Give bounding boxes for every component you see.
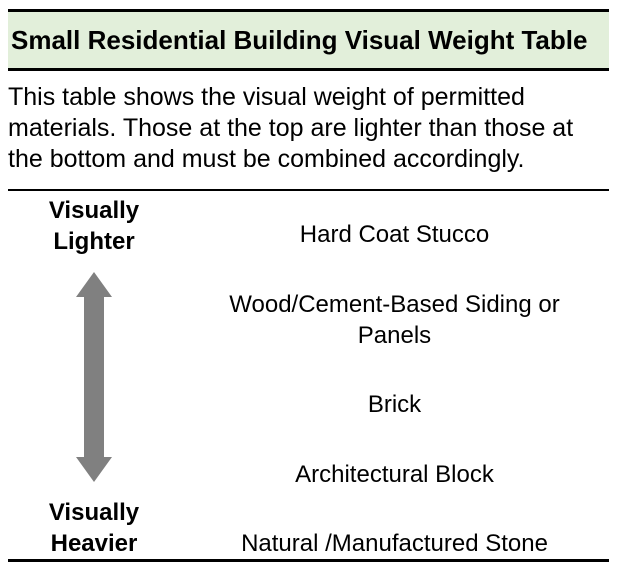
scale-label-lighter-line1: Visually — [48, 197, 140, 224]
scale-label-lighter: Visually Lighter — [49, 195, 139, 257]
scale-label-heavier: Visually Heavier — [49, 497, 139, 559]
material-item-natural-manufactured-stone: Natural /Manufactured Stone — [241, 530, 548, 557]
scale-column: Visually Lighter Visually Heavier — [8, 191, 180, 559]
material-item-hard-coat-stucco: Hard Coat Stucco — [299, 221, 490, 248]
materials-column: Hard Coat Stucco Wood/Cement-Based Sidin… — [180, 191, 609, 559]
material-item-brick: Brick — [367, 391, 422, 418]
double-vertical-arrow-icon — [76, 272, 112, 482]
scale-label-heavier-line2: Heavier — [50, 530, 138, 557]
scale-label-heavier-line1: Visually — [48, 499, 140, 526]
weight-scale-arrow — [74, 272, 114, 482]
visual-weight-table: Visually Lighter Visually Heavier Hard C… — [8, 189, 609, 562]
scale-label-lighter-line2: Lighter — [53, 228, 135, 255]
material-item-wood-cement-siding: Wood/Cement-Based Siding or Panels — [229, 290, 560, 349]
table-title: Small Residential Building Visual Weight… — [11, 25, 588, 55]
material-item-architectural-block: Architectural Block — [295, 460, 494, 488]
table-description: This table shows the visual weight of pe… — [8, 83, 574, 173]
table-title-band: Small Residential Building Visual Weight… — [8, 9, 609, 71]
